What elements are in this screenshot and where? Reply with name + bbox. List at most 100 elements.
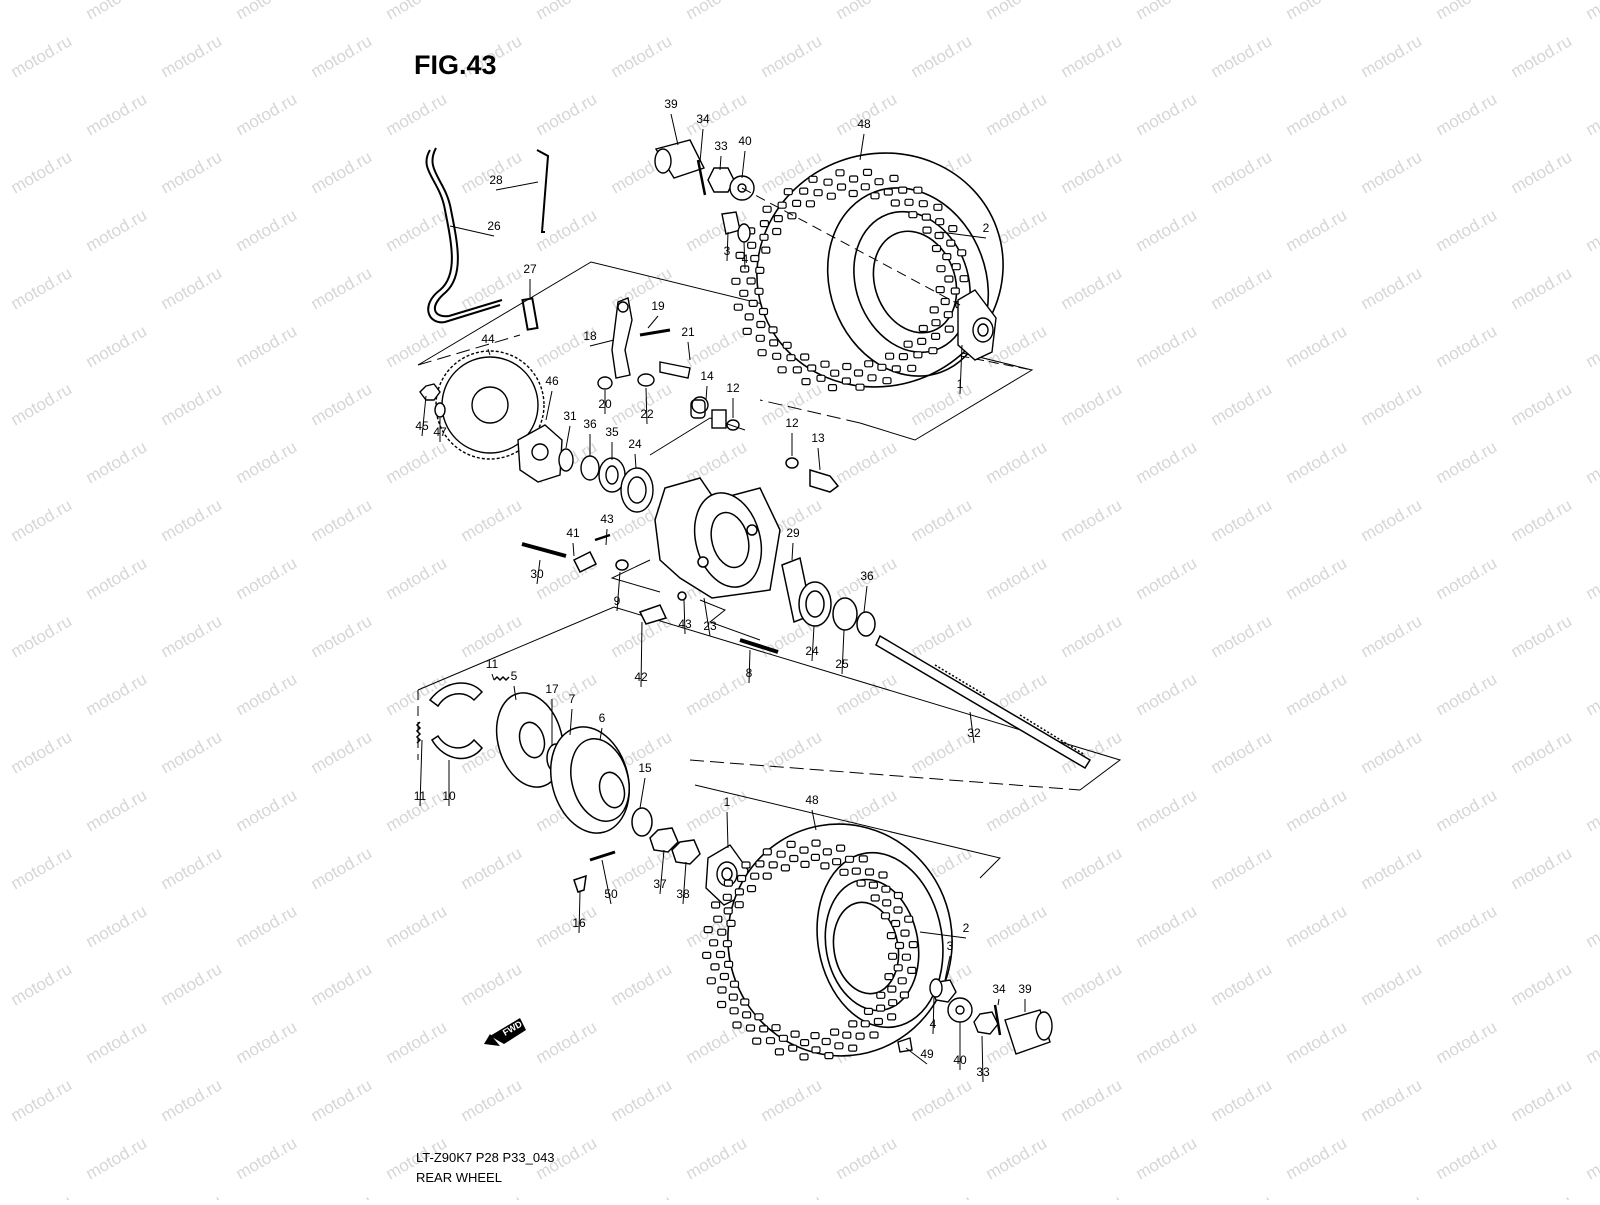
- watermark-text: motod.ru: [1058, 31, 1126, 81]
- part-callout-14: 14: [700, 369, 714, 383]
- o-ring-12: [727, 420, 739, 430]
- watermark-text: motod.ru: [1358, 843, 1426, 893]
- watermark-text: motod.ru: [308, 379, 376, 429]
- watermark-text: motod.ru: [1208, 727, 1276, 777]
- watermark-text: motod.ru: [1208, 147, 1276, 197]
- watermark-text: motod.ru: [1283, 901, 1351, 951]
- watermark-text: motod.ru: [383, 205, 451, 255]
- leader-line-39: [671, 114, 678, 145]
- watermark-text: motod.ru: [533, 0, 601, 23]
- watermark-text: motod.ru: [1133, 321, 1201, 371]
- watermark-text: motod.ru: [1433, 1017, 1501, 1067]
- watermark-text: motod.ru: [308, 959, 376, 1009]
- watermark-text: motod.ru: [1433, 1133, 1501, 1183]
- leader-line-46: [546, 391, 552, 420]
- watermark-text: motod.ru: [533, 1017, 601, 1067]
- part-callout-34: 34: [992, 982, 1006, 996]
- watermark-text: motod.ru: [458, 495, 526, 545]
- watermark-text: motod.ru: [908, 727, 976, 777]
- watermark-text: motod.ru: [458, 611, 526, 661]
- watermark-text: motod.ru: [308, 263, 376, 313]
- watermark-text: motod.ru: [1358, 147, 1426, 197]
- part-callout-6: 6: [599, 711, 606, 725]
- watermark-text: motod.ru: [8, 1075, 76, 1125]
- upper-tire: [724, 119, 1036, 422]
- watermark-text: motod.ru: [1133, 1017, 1201, 1067]
- watermark-text: motod.ru: [1058, 1191, 1126, 1200]
- watermark-text: motod.ru: [8, 611, 76, 661]
- watermark-text: motod.ru: [1133, 901, 1201, 951]
- watermark-text: motod.ru: [233, 205, 301, 255]
- part-callout-24: 24: [628, 437, 642, 451]
- watermark-text: motod.ru: [1508, 959, 1576, 1009]
- watermark-text: motod.ru: [833, 89, 901, 139]
- watermark-text: motod.ru: [833, 437, 901, 487]
- leader-line-34: [998, 999, 999, 1005]
- watermark-text: motod.ru: [8, 727, 76, 777]
- watermark-text: motod.ru: [158, 495, 226, 545]
- watermark-text: motod.ru: [1283, 1133, 1351, 1183]
- watermark-text: motod.ru: [233, 1133, 301, 1183]
- watermark-text: motod.ru: [1583, 669, 1600, 719]
- watermark-text: motod.ru: [1358, 1075, 1426, 1125]
- watermark-text: motod.ru: [458, 1191, 526, 1200]
- part-callout-4: 4: [742, 252, 749, 266]
- watermark-text: motod.ru: [158, 1191, 226, 1200]
- part-callout-3: 3: [947, 939, 954, 953]
- watermark-text: motod.ru: [1283, 669, 1351, 719]
- watermark-text: motod.ru: [1133, 0, 1201, 23]
- watermark-text: motod.ru: [1433, 553, 1501, 603]
- leader-line-29: [792, 543, 793, 560]
- watermark-text: motod.ru: [158, 379, 226, 429]
- watermark-text: motod.ru: [233, 89, 301, 139]
- part-callout-48: 48: [805, 793, 819, 807]
- part-callout-8: 8: [746, 666, 753, 680]
- leader-line-19: [648, 316, 658, 328]
- spring-11-top: [494, 677, 509, 680]
- part-callout-26: 26: [487, 219, 501, 233]
- part-callout-10: 10: [442, 789, 456, 803]
- part-callout-27: 27: [523, 262, 537, 276]
- watermark-text: motod.ru: [8, 1191, 76, 1200]
- watermark-text: motod.ru: [458, 1075, 526, 1125]
- sleeve-14: [712, 410, 726, 428]
- watermark-text: motod.ru: [1133, 205, 1201, 255]
- watermark-text: motod.ru: [1058, 611, 1126, 661]
- watermark-text: motod.ru: [833, 669, 901, 719]
- watermark-text: motod.ru: [8, 495, 76, 545]
- watermark-text: motod.ru: [683, 669, 751, 719]
- watermark-text: motod.ru: [833, 1133, 901, 1183]
- watermark-text: motod.ru: [1433, 785, 1501, 835]
- watermark-text: motod.ru: [983, 0, 1051, 23]
- nut-20: [598, 377, 612, 389]
- watermark-text: motod.ru: [1508, 147, 1576, 197]
- watermark-text: motod.ru: [1058, 379, 1126, 429]
- watermark-text: motod.ru: [233, 1017, 301, 1067]
- leader-line-15: [640, 778, 645, 808]
- watermark-text: motod.ru: [1133, 669, 1201, 719]
- watermark-text: motod.ru: [608, 1075, 676, 1125]
- part-callout-1: 1: [724, 795, 731, 809]
- part-callout-1: 1: [957, 377, 964, 391]
- watermark-text: motod.ru: [233, 785, 301, 835]
- part-callout-11: 11: [486, 657, 499, 671]
- watermark-text: motod.ru: [908, 1191, 976, 1200]
- part-callout-48: 48: [857, 117, 871, 131]
- leader-line-11: [492, 674, 494, 680]
- washer-47: [435, 403, 445, 417]
- watermark-text: motod.ru: [983, 1133, 1051, 1183]
- ring-22: [638, 374, 654, 386]
- watermark-text: motod.ru: [1208, 1191, 1276, 1200]
- part-callout-37: 37: [653, 877, 667, 891]
- part-callout-19: 19: [651, 299, 665, 313]
- watermark-text: motod.ru: [233, 321, 301, 371]
- watermark-text: motod.ru: [1208, 263, 1276, 313]
- watermark-text: motod.ru: [158, 1075, 226, 1125]
- leader-line-13: [818, 448, 820, 470]
- watermark-text: motod.ru: [1058, 1075, 1126, 1125]
- part-callout-35: 35: [605, 425, 619, 439]
- watermark-text: motod.ru: [308, 1075, 376, 1125]
- watermark-text: motod.ru: [8, 379, 76, 429]
- watermark-text: motod.ru: [158, 611, 226, 661]
- watermark-text: motod.ru: [1208, 31, 1276, 81]
